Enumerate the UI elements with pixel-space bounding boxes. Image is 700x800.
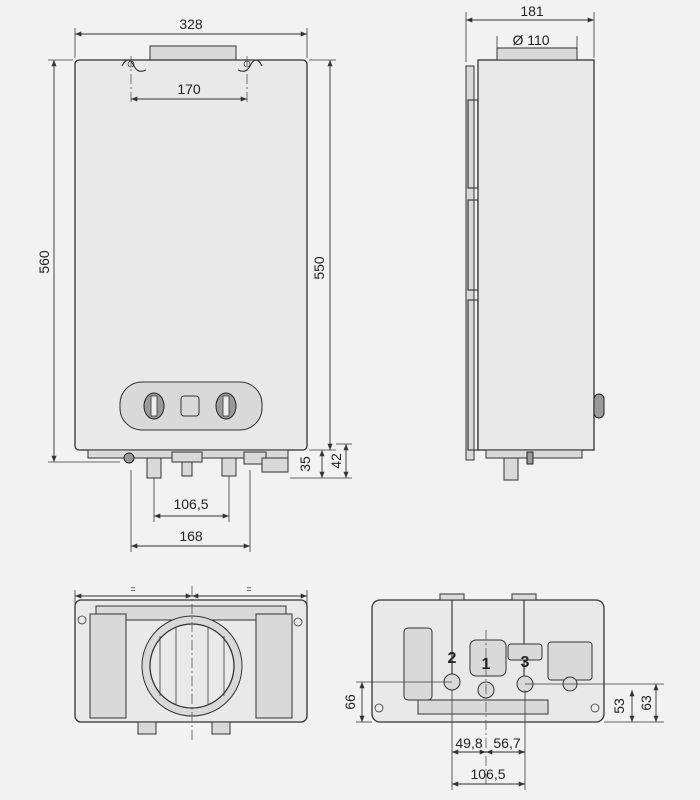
bottom-right-component: [547, 641, 593, 681]
dim-170: 170: [177, 81, 201, 97]
dim-498: 49,8: [455, 735, 482, 751]
top-screw-left: [77, 615, 87, 625]
dim-550: 550: [311, 256, 327, 280]
center-display: [180, 395, 200, 417]
top-right-panel: [255, 613, 293, 719]
side-gas-connection: [526, 451, 534, 465]
dim-66: 66: [342, 694, 358, 710]
dim-equal-right: =: [246, 584, 251, 594]
left-hook: [121, 59, 147, 72]
dim-560: 560: [36, 250, 52, 274]
side-view: 181 Ø 110: [465, 3, 605, 481]
dim-328: 328: [179, 16, 203, 32]
top-left-panel: [89, 613, 127, 719]
dim-1065-bottom: 106,5: [470, 766, 505, 782]
top-screw-right: [293, 617, 303, 627]
pipe-2-cap: [439, 593, 465, 601]
side-casing: [477, 59, 595, 451]
drain-fitting: [261, 457, 289, 473]
top-conn-right: [211, 721, 231, 735]
dim-53: 53: [611, 698, 627, 714]
bottom-view: 2 1 3 66 53 63 49,8 56,7 106,5: [342, 593, 664, 790]
wall-plate: [465, 65, 475, 461]
dim-181: 181: [520, 3, 544, 19]
label-connection-2: 2: [448, 650, 457, 667]
dim-63: 63: [638, 695, 654, 711]
bottom-plate: [417, 699, 549, 715]
front-view: 328 170 560 550 35 42 106,5 168: [36, 16, 352, 552]
side-bottom-tray: [485, 449, 583, 459]
side-water-connection: [503, 457, 519, 481]
gas-valve: [171, 451, 203, 463]
right-knob-grip: [222, 395, 230, 417]
side-flue-collar: [496, 47, 578, 61]
dim-equal-left: =: [130, 584, 135, 594]
dim-168: 168: [179, 528, 203, 544]
pipe-3-cap: [511, 593, 537, 601]
left-knob-grip: [150, 395, 158, 417]
gas-valve-block: [469, 639, 507, 677]
dim-flue-diameter: Ø 110: [512, 32, 549, 48]
bottom-left-component: [403, 627, 433, 701]
bottom-screw-left: [374, 703, 384, 713]
gas-connection: [181, 461, 193, 477]
side-knob: [593, 393, 605, 419]
fixing-nut-left: [123, 452, 135, 464]
dim-567: 56,7: [493, 735, 520, 751]
top-view: = =: [74, 584, 308, 740]
hot-water-connection: [221, 457, 237, 477]
dim-35: 35: [297, 456, 313, 472]
top-conn-left: [137, 721, 157, 735]
dim-1065-front: 106,5: [173, 496, 208, 512]
label-connection-3: 3: [521, 654, 530, 671]
label-connection-1: 1: [482, 656, 491, 673]
dim-42: 42: [328, 453, 344, 469]
bottom-screw-right: [590, 703, 600, 713]
valve-arm: [507, 643, 543, 661]
cold-water-connection: [146, 457, 162, 479]
right-hook: [237, 59, 263, 72]
